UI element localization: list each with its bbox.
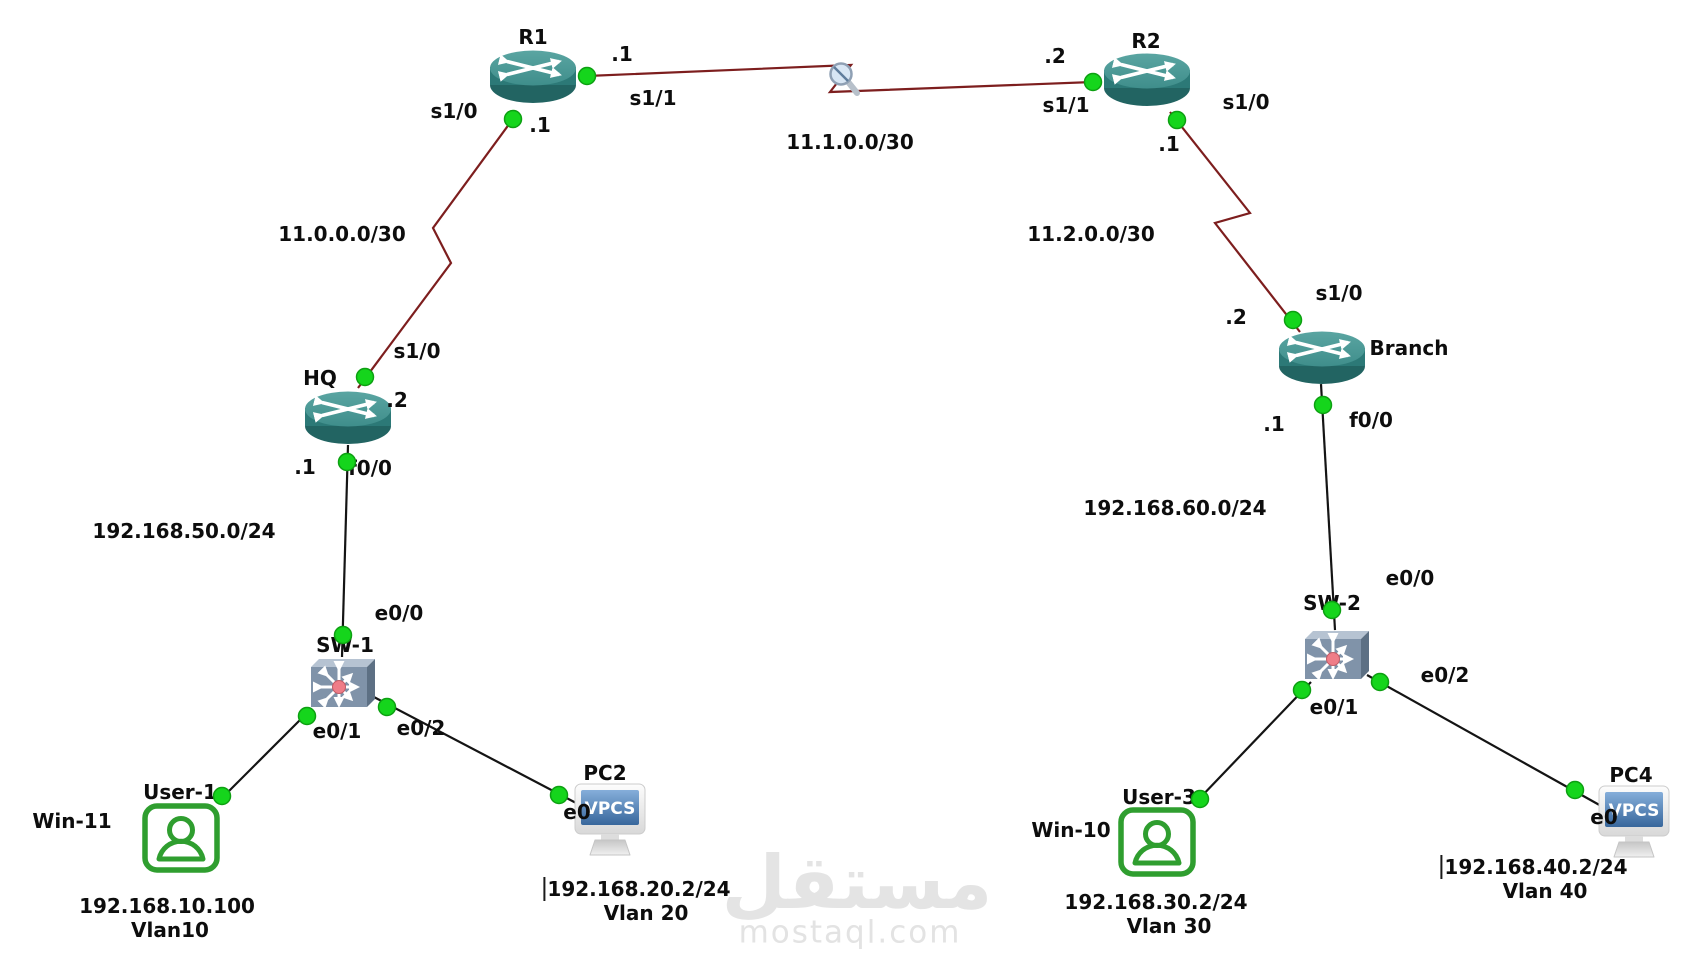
link-r1-hq-serial[interactable] [357,111,519,389]
label-r2-s1-1: s1/1 [1042,93,1090,117]
label-hq-f0-0: f0/0 [348,456,392,480]
label-pc2-vlan: Vlan 20 [603,901,689,925]
link-sw1-pc2-ethernet[interactable] [371,695,579,805]
label-node-user1: User-1 [143,780,217,804]
label-sw2-e0-2: e0/2 [1420,663,1470,687]
label-pc4-ip: 192.168.40.2/24 [1440,855,1628,879]
label-net-11-1-0-0: 11.1.0.0/30 [786,130,914,154]
watermark-latin: mostaql.com [738,914,962,951]
link-r2-branch-serial[interactable] [1169,111,1301,333]
label-user3-ip: 192.168.30.2/24 [1064,890,1248,914]
label-r1-s1-0-ip: .1 [529,113,551,137]
label-sw2-e0-1: e0/1 [1309,695,1359,719]
label-net-11-2-0-0: 11.2.0.0/30 [1027,222,1155,246]
label-r1-s1-1-ip: .1 [611,42,633,66]
label-node-r1: R1 [518,25,548,49]
label-node-r2: R2 [1131,29,1161,53]
link-sw2-pc4-ethernet[interactable] [1366,674,1604,808]
label-user3-vlan: Vlan 30 [1126,914,1212,938]
label-net-192-168-60: 192.168.60.0/24 [1083,496,1267,520]
label-sw1-e0-2: e0/2 [396,716,446,740]
label-node-sw2: SW-2 [1303,591,1361,615]
label-user1-vlan: Vlan10 [131,918,209,942]
label-hq-s1-0-ip: .2 [386,388,408,412]
label-branch-f0-0: f0/0 [1349,408,1393,432]
label-pc4-e0: e0 [1590,805,1618,829]
label-sw2-e0-0: e0/0 [1385,566,1435,590]
link-branch-sw2-ethernet[interactable] [1319,383,1337,631]
label-r1-s1-1: s1/1 [629,86,677,110]
label-pc4-vlan: Vlan 40 [1502,879,1588,903]
label-node-pc4: PC4 [1609,763,1653,787]
label-node-branch: Branch [1369,336,1449,360]
label-user1-ip: 192.168.10.100 [79,894,255,918]
label-branch-f0-0-ip: .1 [1263,412,1285,436]
label-pc2-e0: e0 [563,800,591,824]
label-user3-os: Win-10 [1031,818,1111,842]
label-node-sw1: SW-1 [316,633,374,657]
label-sw1-e0-1: e0/1 [312,719,362,743]
label-hq-f0-0-ip: .1 [294,455,316,479]
label-net-11-0-0-0: 11.0.0.0/30 [278,222,406,246]
label-user1-os: Win-11 [32,809,112,833]
label-r2-s1-0-ip: .1 [1158,132,1180,156]
watermark-arabic: مستقل [721,840,993,926]
label-pc2-ip: 192.168.20.2/24 [543,877,731,901]
label-hq-s1-0: s1/0 [393,339,441,363]
label-net-192-168-50: 192.168.50.0/24 [92,519,276,543]
label-node-user3: User-3 [1122,785,1196,809]
label-r1-s1-0: s1/0 [430,99,478,123]
link-sw1-user1-ethernet[interactable] [219,708,312,801]
label-r2-s1-0: s1/0 [1222,90,1270,114]
label-r2-s1-1-ip: .2 [1044,44,1066,68]
label-branch-s1-0: s1/0 [1315,281,1363,305]
label-node-pc2: PC2 [583,761,627,785]
label-branch-s1-0-ip: .2 [1225,305,1247,329]
link-hq-sw1-ethernet[interactable] [340,444,350,658]
label-sw1-e0-0: e0/0 [374,601,424,625]
label-node-hq: HQ [303,366,337,390]
link-sw2-user3-ethernet[interactable] [1197,681,1312,801]
